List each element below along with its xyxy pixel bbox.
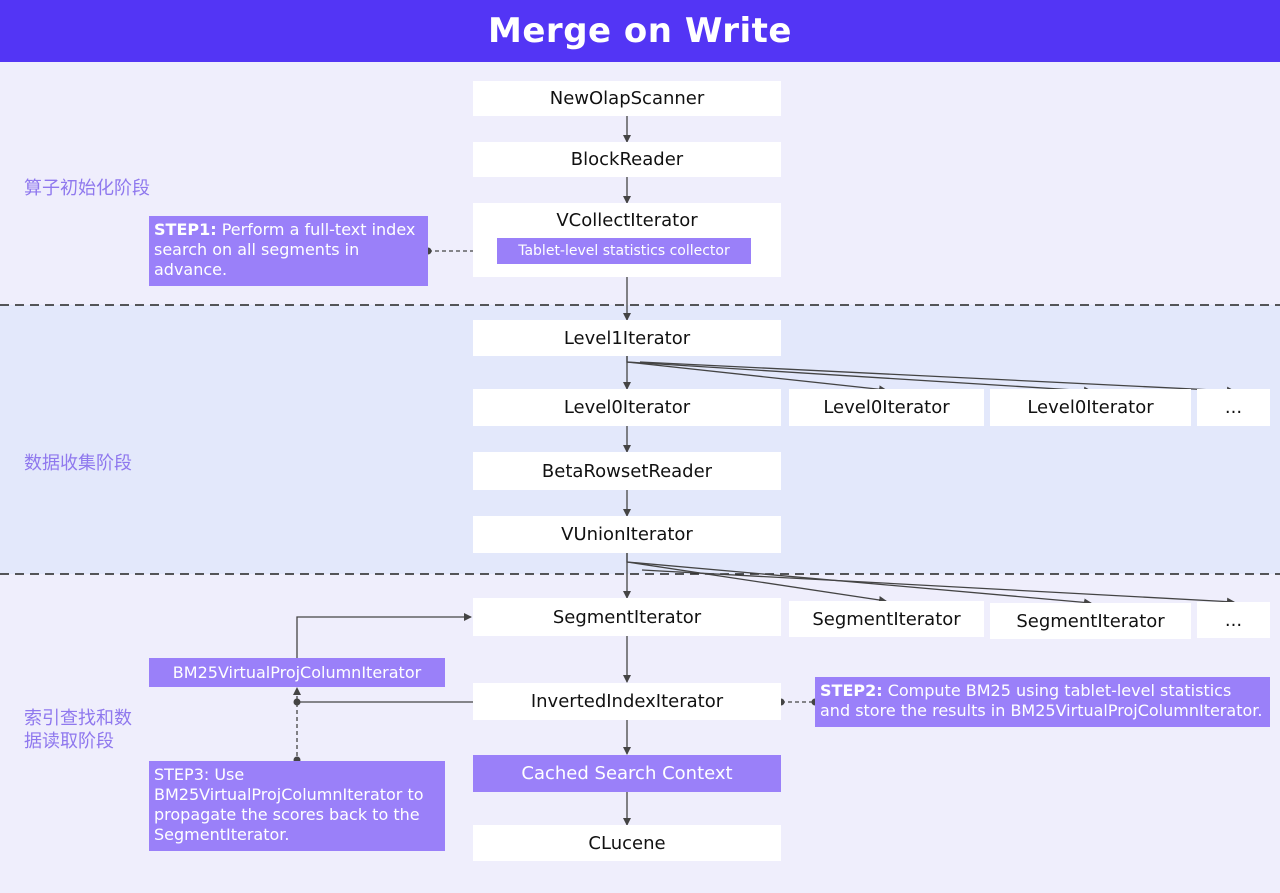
note-step1-label: STEP1: [154,220,217,239]
arrow-level1-level0-2 [626,356,887,394]
node-bm25-virtual-proj: BM25VirtualProjColumnIterator [149,658,445,687]
stage-label-read-line2: 据读取阶段 [24,731,114,752]
node-segment-iterator-3: SegmentIterator [990,603,1191,639]
node-clucene: CLucene [473,825,781,861]
note-step1: STEP1: Perform a full-text index search … [149,216,428,286]
node-inverted-index-iterator: InvertedIndexIterator [473,683,781,720]
node-stats-collector: Tablet-level statistics collector [497,238,751,264]
node-level0-more: ... [1197,389,1270,426]
note-step3: STEP3: Use BM25VirtualProjColumnIterator… [149,761,445,851]
arrow-bm25-to-segment [296,613,472,658]
node-new-olap-scanner: NewOlapScanner [473,81,781,116]
node-level0-iterator-1: Level0Iterator [473,389,781,426]
note-step2-text: Compute BM25 using tablet-level statisti… [820,681,1263,720]
note-step2-label: STEP2: [820,681,883,700]
arrow-level1-level0-3 [626,361,1092,395]
node-beta-rowset-reader: BetaRowsetReader [473,452,781,490]
arrow-vunion-segment-2 [626,553,887,604]
stage-label-init: 算子初始化阶段 [24,178,150,199]
node-segment-iterator-2: SegmentIterator [789,601,984,637]
stage-label-read: 索引查找和数 据读取阶段 [24,707,132,753]
node-block-reader: BlockReader [473,142,781,177]
note-step2: STEP2: Compute BM25 using tablet-level s… [815,677,1270,727]
dot-bm25-junction [293,698,301,706]
arrowhead-into-bm25 [293,687,301,695]
stage-label-collect: 数据收集阶段 [24,453,132,474]
node-segment-more: ... [1197,602,1270,638]
node-level0-iterator-2: Level0Iterator [789,389,984,426]
note-step1-text: Perform a full-text index search on all … [154,220,416,279]
arrow-level1-level0-more [639,361,1235,395]
node-level0-iterator-3: Level0Iterator [990,389,1191,426]
arrow-vunion-segment-3 [626,561,1092,607]
arrow-vunion-segment-more [641,569,1235,606]
node-vunion-iterator: VUnionIterator [473,516,781,553]
diagram-title: Merge on Write [0,0,1280,62]
node-segment-iterator-1: SegmentIterator [473,598,781,636]
stage-label-read-line1: 索引查找和数 [24,708,132,729]
node-cached-search-context: Cached Search Context [473,755,781,792]
node-vcollect-iterator-label: VCollectIterator [556,210,698,231]
node-level1-iterator: Level1Iterator [473,320,781,356]
